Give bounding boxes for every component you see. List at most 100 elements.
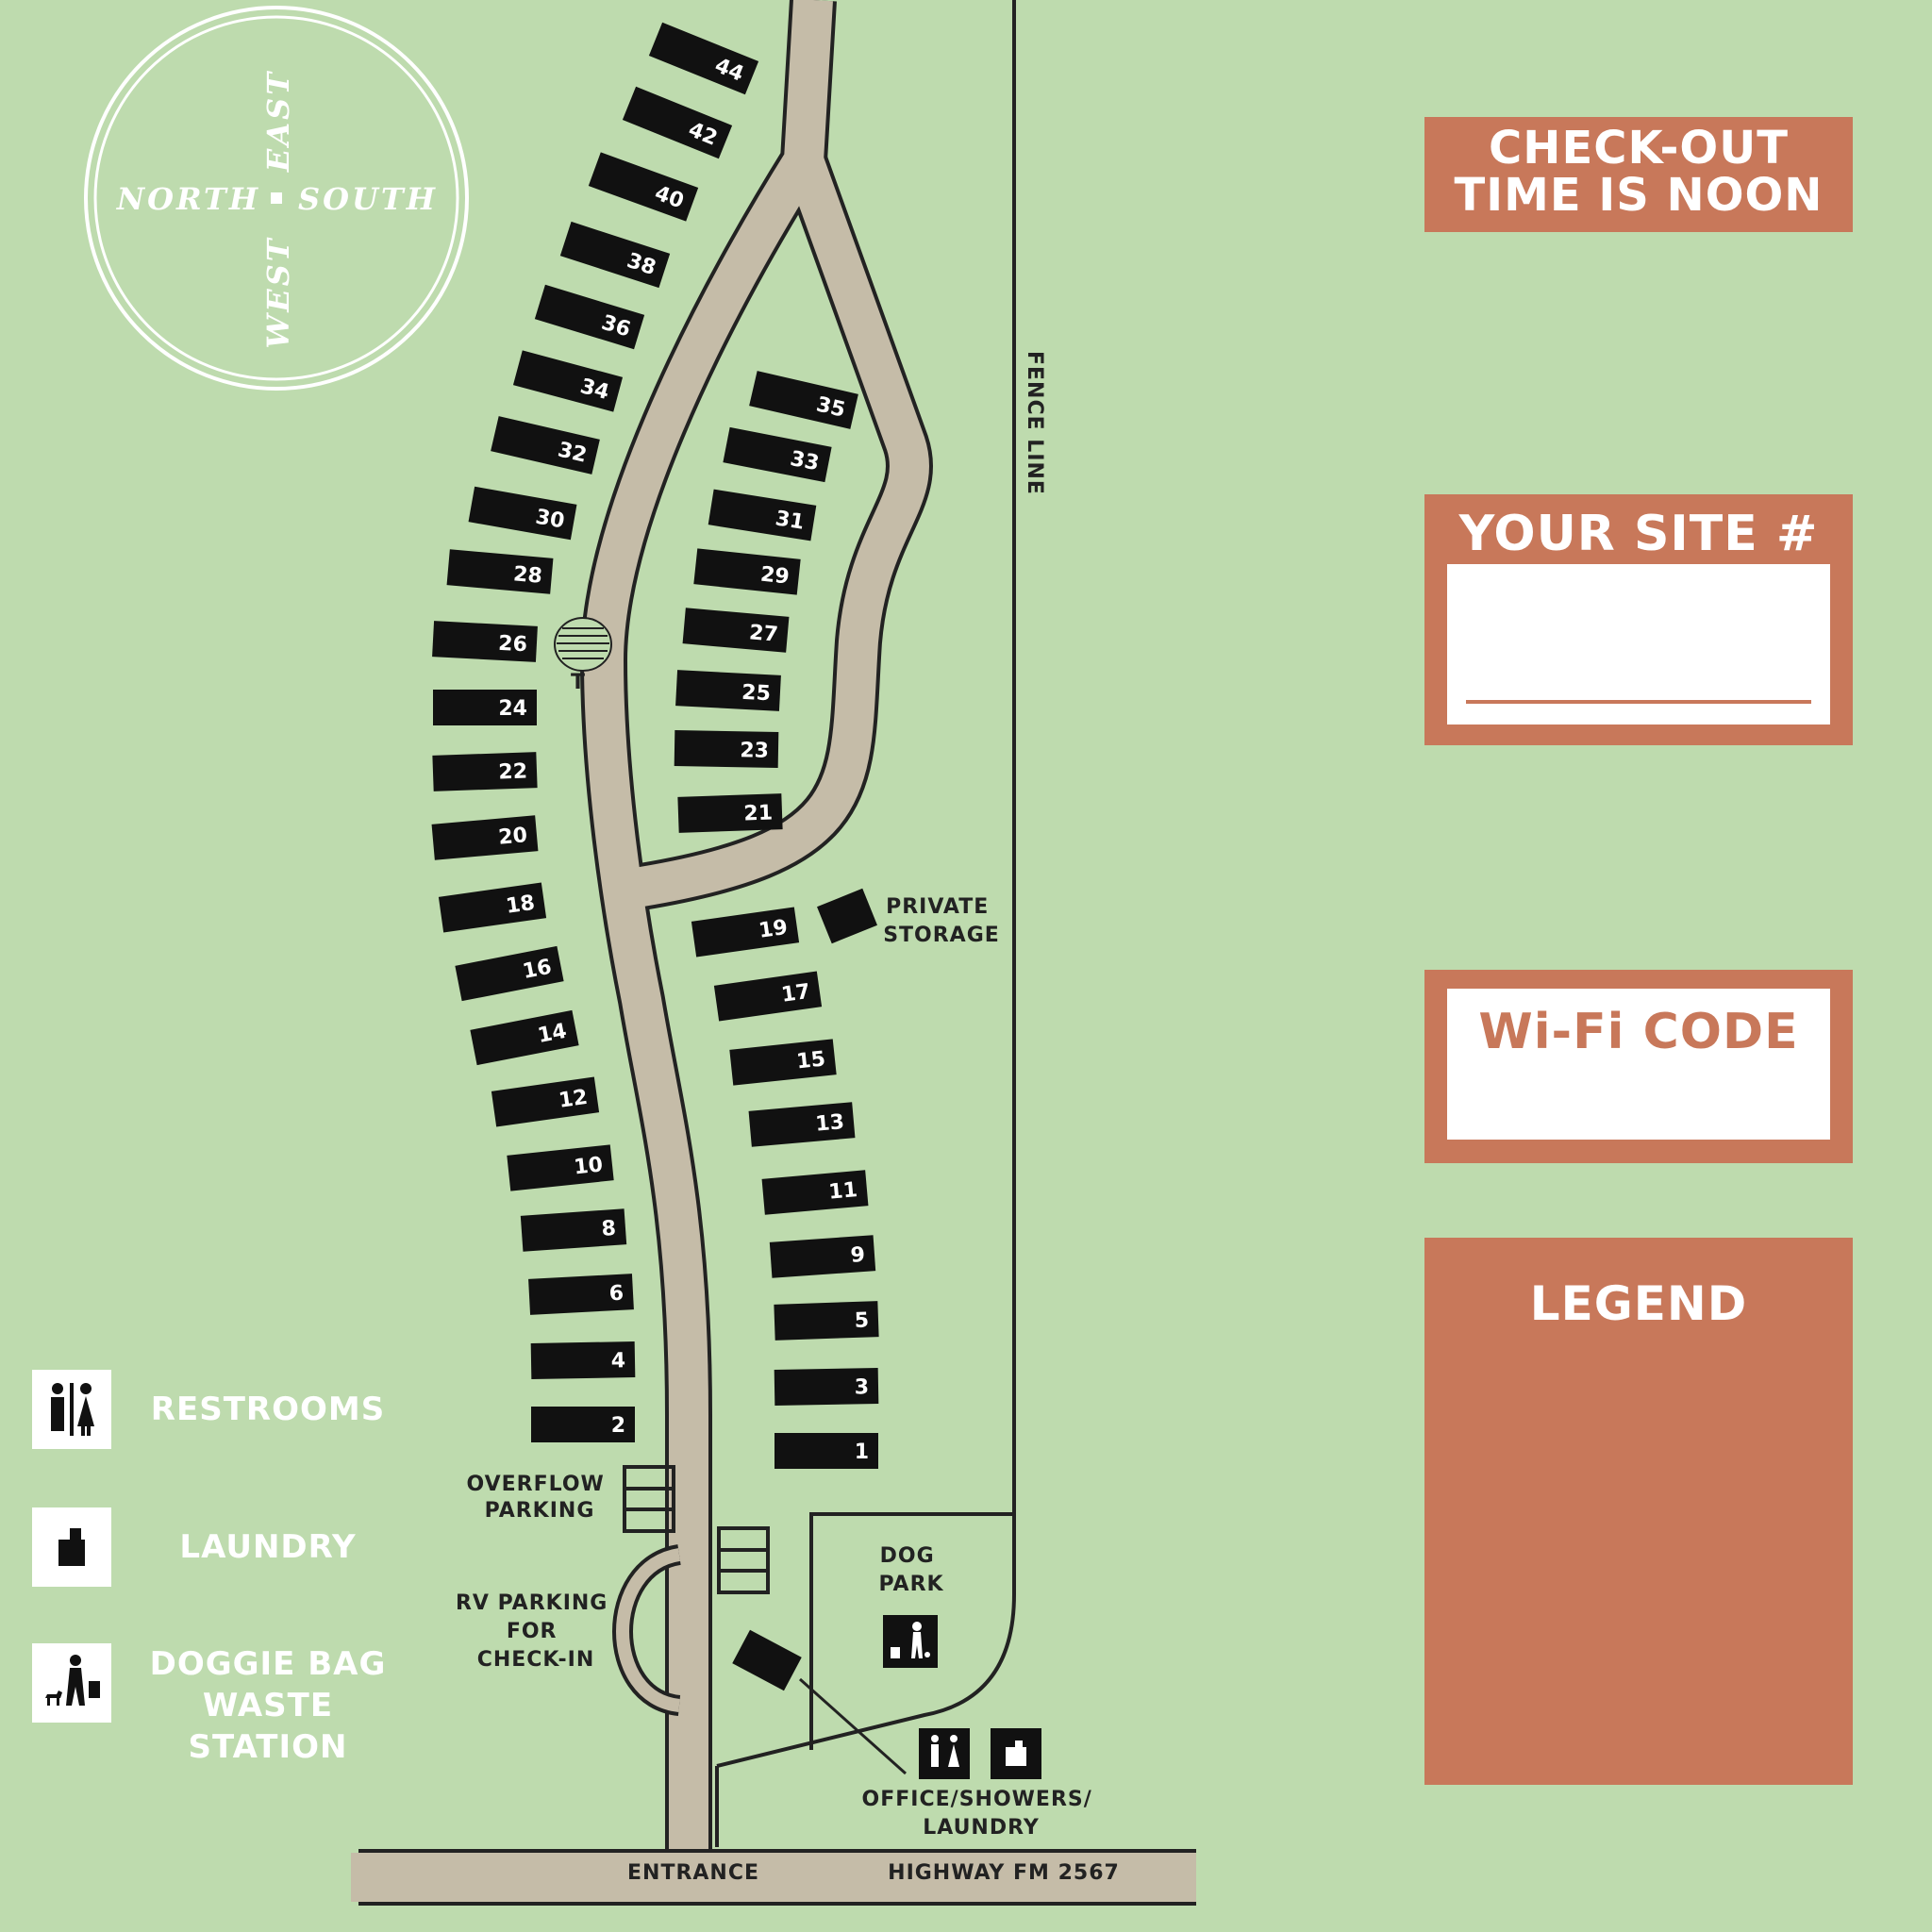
campsite-33: 33 — [723, 426, 832, 483]
svg-text:1: 1 — [855, 1441, 869, 1464]
svg-text:21: 21 — [743, 801, 773, 825]
svg-text:2: 2 — [611, 1414, 625, 1438]
campsite-14: 14 — [470, 1009, 579, 1066]
overflow-parking-label: OVERFLOW PARKING — [466, 1473, 612, 1523]
svg-text:18: 18 — [505, 891, 537, 919]
svg-text:22: 22 — [498, 759, 527, 784]
campsite-28: 28 — [446, 549, 554, 594]
svg-text:28: 28 — [512, 562, 543, 589]
campsite-40: 40 — [588, 152, 699, 222]
svg-text:11: 11 — [827, 1178, 858, 1205]
fence-line-label: FENCE LINE — [1023, 351, 1046, 495]
campsite-24: 24 — [433, 690, 537, 725]
dog-park-waste-icon — [883, 1615, 938, 1668]
campsite-21: 21 — [677, 793, 783, 833]
campsite-17: 17 — [713, 971, 823, 1022]
campsite-25: 25 — [675, 670, 781, 711]
office-label: OFFICE/SHOWERS/ LAUNDRY — [862, 1788, 1101, 1840]
campsite-23: 23 — [674, 730, 779, 768]
svg-text:14: 14 — [536, 1020, 569, 1048]
campsite-36: 36 — [534, 284, 645, 350]
your-site-panel: YOUR SITE # — [1424, 494, 1853, 745]
roads — [351, 0, 1196, 1906]
campsite-27: 27 — [682, 608, 790, 653]
campsite-38: 38 — [559, 221, 671, 289]
svg-text:33: 33 — [788, 447, 821, 475]
private-storage-label: PRIVATE STORAGE — [883, 895, 1000, 947]
restroom-icon — [32, 1370, 111, 1449]
campsite-32: 32 — [491, 416, 600, 475]
svg-text:29: 29 — [759, 563, 791, 590]
legend-panel: LEGEND — [1424, 1238, 1853, 1785]
legend-label-doggie-bag: DOGGIE BAG WASTE STATION — [149, 1645, 387, 1766]
checkout-line-2: TIME IS NOON — [1454, 169, 1824, 222]
campsite-12: 12 — [491, 1076, 600, 1127]
svg-text:20: 20 — [497, 824, 528, 850]
svg-text:15: 15 — [795, 1047, 826, 1074]
compass-east: EAST — [260, 70, 296, 173]
office-pointer-line — [799, 1677, 907, 1775]
svg-text:25: 25 — [741, 681, 772, 707]
campsite-19: 19 — [691, 907, 800, 958]
checkout-panel: CHECK-OUT TIME IS NOON — [1424, 117, 1853, 232]
svg-text:19: 19 — [758, 916, 790, 943]
svg-text:27: 27 — [748, 621, 779, 647]
campsite-6: 6 — [528, 1274, 634, 1315]
compass-north: NORTH — [116, 181, 260, 217]
wifi-panel: Wi-Fi CODE — [1424, 970, 1853, 1163]
campsite-22: 22 — [432, 752, 538, 791]
rv-parking-label: RV PARKING FOR CHECK-IN — [456, 1591, 616, 1672]
compass-south: SOUTH — [298, 181, 438, 217]
svg-text:8: 8 — [601, 1217, 617, 1241]
svg-text:16: 16 — [521, 956, 554, 984]
svg-text:17: 17 — [780, 980, 812, 1008]
legend-item-restrooms: RESTROOMS — [32, 1370, 409, 1451]
svg-text:4: 4 — [610, 1349, 625, 1373]
campsite-3: 3 — [774, 1368, 879, 1406]
compass-west: WEST — [260, 236, 296, 348]
wifi-code-box: Wi-Fi CODE — [1447, 989, 1830, 1140]
office-restroom-icon — [919, 1728, 970, 1779]
your-site-title: YOUR SITE # — [1458, 506, 1819, 562]
svg-text:31: 31 — [774, 507, 806, 534]
campsite-42: 42 — [622, 86, 733, 159]
overflow-parking-stalls — [623, 1465, 770, 1594]
site-number-write-in-box — [1447, 564, 1830, 724]
legend-label-laundry: LAUNDRY — [179, 1528, 357, 1566]
svg-text:6: 6 — [608, 1282, 625, 1307]
campsite-8: 8 — [520, 1208, 627, 1252]
campsite-5: 5 — [774, 1301, 879, 1341]
entrance-label: ENTRANCE — [627, 1861, 759, 1885]
svg-text:10: 10 — [573, 1153, 604, 1179]
fence-line — [716, 0, 1016, 1768]
doggie-bag-icon — [32, 1643, 111, 1723]
campsite-2: 2 — [531, 1407, 635, 1442]
campsite-26: 26 — [432, 621, 538, 662]
wifi-title: Wi-Fi CODE — [1478, 1004, 1799, 1060]
site-number-write-line — [1466, 700, 1811, 704]
campsite-15: 15 — [729, 1039, 837, 1086]
legend-label-restrooms: RESTROOMS — [150, 1391, 386, 1428]
office-building — [732, 1629, 802, 1691]
dog-park-label: DOG PARK — [878, 1544, 943, 1596]
highway-label: HIGHWAY FM 2567 — [888, 1861, 1120, 1885]
campsite-35: 35 — [749, 371, 858, 429]
svg-text:T: T — [571, 671, 586, 694]
campsite-4: 4 — [530, 1341, 636, 1379]
private-storage-building — [817, 888, 877, 944]
campsite-18: 18 — [438, 882, 547, 933]
checkout-line-1: CHECK-OUT — [1489, 122, 1789, 175]
campsite-30: 30 — [468, 486, 577, 541]
compass-rose: NORTH SOUTH EAST WEST — [84, 6, 469, 391]
svg-text:24: 24 — [498, 697, 527, 721]
site-layer: 4442403836343230282624222018161412108642… — [431, 22, 879, 1469]
legend-item-laundry: LAUNDRY — [32, 1507, 409, 1589]
campsite-1: 1 — [774, 1433, 878, 1469]
dog-park-enclosure — [809, 1512, 1014, 1750]
campsite-13: 13 — [748, 1102, 856, 1147]
campsite-44: 44 — [648, 22, 759, 95]
tree-icon: T — [554, 617, 612, 694]
campsite-9: 9 — [769, 1235, 876, 1278]
svg-text:30: 30 — [534, 506, 567, 534]
